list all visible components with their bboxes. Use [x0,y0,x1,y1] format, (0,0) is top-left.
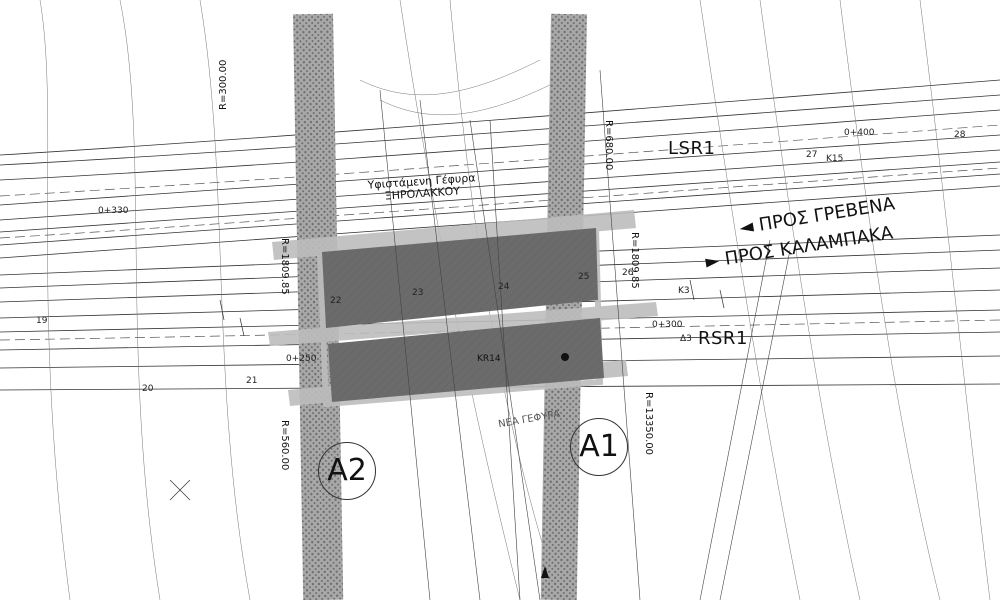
label-n27: 27 [806,150,818,160]
radius-r560: R=560.00 [279,420,290,471]
label-n25: 25 [578,272,590,282]
label-n22: 22 [330,296,342,306]
label-k15: K15 [826,154,844,164]
radius-r1809-left: R=1809.85 [279,238,290,295]
label-ch-250: 0+250 [286,354,317,364]
label-n24: 24 [498,282,510,292]
abutment-a1: A1 [570,418,628,476]
radius-r13350: R=13350.00 [643,392,654,456]
survey-point [561,353,569,361]
tick-marks [169,279,725,501]
deck-hatch-lower [328,318,604,402]
label-n28: 28 [954,130,966,140]
radius-r1809-right: R=1809.85 [629,232,640,289]
label-rsr1: RSR1 [698,328,748,349]
label-kr14: KR14 [477,354,501,364]
radius-r680: R=680.00 [603,120,614,171]
label-n19: 19 [36,316,48,326]
gravel-band-right [540,13,587,600]
label-k3: K3 [678,286,690,296]
label-n21: 21 [246,376,258,386]
label-n26: 26 [622,268,634,278]
label-ch-400: 0+400 [844,128,875,138]
cross-lines [379,69,791,600]
label-ch-300: 0+300 [652,320,683,330]
label-lsr1: LSR1 [668,138,716,159]
label-n23: 23 [412,288,424,298]
abutment-a2: A2 [318,442,376,500]
label-n20: 20 [142,384,154,394]
label-ch-330: 0+330 [98,206,129,216]
deck-hatch-upper [322,228,598,328]
north-arrow [541,566,549,578]
label-d3: Δ3 [680,334,692,344]
radius-r300: R=300.00 [218,59,229,110]
